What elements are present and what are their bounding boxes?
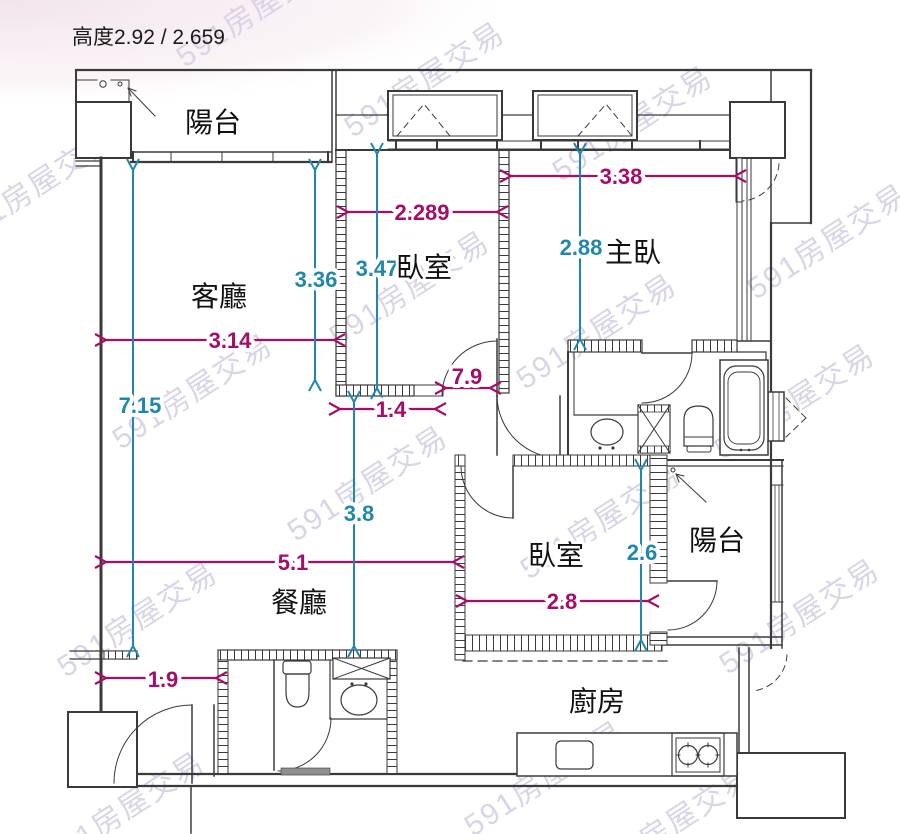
column	[736, 752, 846, 819]
sink-icon	[590, 418, 624, 446]
dim-master-height: 2.88	[560, 235, 603, 260]
toilet-icon	[282, 660, 312, 675]
room-label-kitchen: 廚房	[569, 686, 625, 717]
door-swing-icon	[641, 352, 693, 404]
room-label-master: 主臥	[605, 237, 661, 268]
dim-door-width: 7.9	[452, 364, 483, 389]
wall-hatched	[103, 650, 138, 660]
casement-icon	[396, 103, 451, 137]
door-swing-icon	[751, 654, 788, 692]
room-label-balcony-top: 陽台	[185, 107, 241, 138]
bathtub-icon	[719, 359, 769, 456]
kitchen-counter	[516, 732, 738, 777]
dim-hall-height: 3.8	[344, 501, 375, 526]
leader-arrow-icon	[127, 87, 156, 117]
dim-wall-width: 1.4	[376, 397, 407, 422]
room-label-bedroom-bottom: 臥室	[528, 540, 584, 571]
casement-icon	[785, 397, 807, 438]
leader-arrow-icon	[675, 473, 707, 503]
watermark-text: 591房屋交易	[52, 556, 224, 684]
dimension-labels: 3.14 2.289 3.38 7.9 1.4 5.1 2.8 1.9 7.15…	[115, 160, 662, 696]
dim-master-width: 3.38	[600, 164, 643, 189]
watermark-text: 591房屋交易	[324, 225, 496, 353]
dim-bedroom-top-height: 3.47	[356, 256, 399, 281]
column	[67, 711, 138, 788]
column	[729, 101, 786, 159]
column	[75, 101, 132, 159]
door-swing-icon	[460, 465, 514, 519]
room-label-living: 客廳	[191, 281, 247, 312]
dim-total-height: 7.15	[119, 393, 162, 418]
room-label-balcony-right: 陽台	[689, 525, 745, 556]
walls-exterior	[67, 68, 846, 834]
door-swing-icon	[667, 580, 718, 631]
master-bathroom	[567, 351, 769, 458]
door-swing-icon	[277, 717, 332, 772]
door-swing-icon	[742, 163, 780, 202]
door-swing-icon	[113, 704, 193, 784]
bathroom-lower	[217, 649, 398, 776]
room-label-bedroom-top: 臥室	[396, 252, 452, 283]
kitchen-fixtures	[516, 732, 738, 777]
door-pivot-icon	[99, 80, 107, 88]
watermark-text: 591房屋交易	[282, 420, 454, 548]
sink-icon	[340, 684, 378, 716]
dim-bedroom-bottom-height: 2.6	[627, 540, 658, 565]
dim-living-width: 3.14	[209, 328, 253, 353]
kitchen-sink-icon	[555, 740, 594, 770]
room-labels: 陽台 客廳 臥室 主臥 餐廳 臥室 陽台 廚房	[182, 104, 748, 720]
dim-living-height: 3.36	[295, 267, 338, 292]
dim-entry-width: 1.9	[148, 667, 179, 692]
watermark-text: 591房屋交易	[511, 268, 683, 396]
room-label-dining: 餐廳	[271, 587, 327, 618]
window	[767, 391, 785, 442]
door-pivot-icon	[117, 81, 123, 87]
toilet-icon	[683, 405, 714, 447]
dim-bedroom-top-width: 2.289	[394, 200, 449, 225]
page-title: 高度2.92 / 2.659	[72, 26, 225, 49]
door-pivot-icon	[670, 467, 676, 473]
watermark-text: 591房屋交易	[742, 178, 900, 306]
threshold	[280, 767, 331, 776]
dim-bedroom-bottom-width: 2.8	[547, 589, 578, 614]
dimension-lines	[106, 154, 735, 678]
door-swing-icon	[496, 395, 561, 459]
stove-icon	[671, 732, 725, 777]
dim-dining-width: 5.1	[278, 550, 309, 575]
casement-icon	[577, 103, 633, 137]
